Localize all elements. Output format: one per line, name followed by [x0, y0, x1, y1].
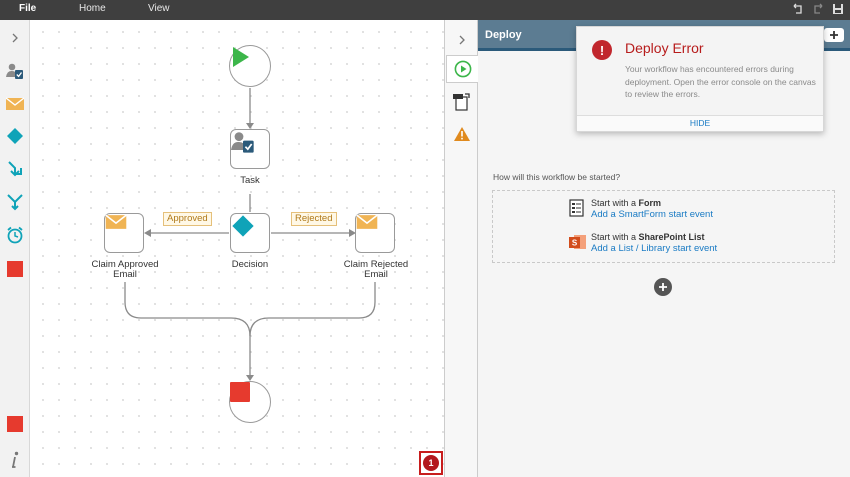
list-start-option: S Start with a SharePoint List Add a Lis…: [569, 232, 718, 255]
popup-title: Deploy Error: [625, 40, 704, 56]
plus-icon: [659, 283, 667, 291]
task-node-label: Task: [240, 175, 260, 186]
error-count-badge: 1: [423, 455, 439, 471]
save-icon[interactable]: [832, 3, 844, 15]
decision-node-label: Decision: [231, 259, 269, 270]
list-option-title: Start with a SharePoint List: [591, 232, 717, 243]
add-start-option-button[interactable]: [654, 278, 672, 296]
toolbox-merge-item[interactable]: [5, 159, 25, 179]
play-icon: [233, 47, 249, 67]
stop-square-icon: [7, 261, 23, 277]
approved-branch-label[interactable]: Approved: [163, 212, 212, 226]
list-option-prefix: Start with a: [591, 232, 639, 242]
tab-deploy[interactable]: [446, 55, 479, 83]
tab-warnings[interactable]: [447, 120, 477, 148]
info-icon: [12, 451, 19, 468]
chevron-right-icon: [459, 35, 465, 45]
email-rejected-node-box: [355, 213, 395, 253]
task-node-box: [230, 129, 270, 169]
toolbox-end-item[interactable]: [5, 259, 25, 279]
end-node-circle: [229, 381, 271, 423]
diamond-icon: [232, 215, 254, 237]
collapse-panel-button[interactable]: [447, 26, 477, 54]
chevron-right-icon: [12, 33, 18, 43]
error-icon: !: [592, 40, 612, 60]
workflow-canvas[interactable]: Task Decision Approved Rejected Claim Ap…: [31, 20, 444, 477]
stop-square-icon: [7, 416, 23, 432]
toolbox-task-item[interactable]: [5, 61, 25, 81]
start-node-circle: [229, 45, 271, 87]
toolbox-decision-item[interactable]: [5, 126, 25, 146]
start-options-box: Start with a Form Add a SmartForm start …: [492, 190, 835, 263]
form-icon: [569, 199, 584, 217]
user-task-icon: [231, 132, 254, 153]
envelope-icon: [356, 214, 378, 229]
toolbox: [0, 20, 30, 477]
toolbox-stop-item[interactable]: [5, 414, 25, 434]
email-rejected-label-line2: Email: [364, 269, 388, 280]
undo-icon[interactable]: [792, 3, 804, 15]
clipboard-icon: [453, 93, 470, 111]
panel-tab-strip: [444, 20, 479, 477]
toolbox-expand-button[interactable]: [5, 28, 25, 48]
menu-bar: File Home View: [0, 0, 850, 20]
decision-node-box: [230, 213, 270, 253]
form-option-prefix: Start with a: [591, 198, 639, 208]
menu-home[interactable]: Home: [79, 3, 106, 14]
menu-file[interactable]: File: [19, 3, 37, 14]
toolbox-email-item[interactable]: [5, 94, 25, 114]
panel-title: Deploy: [485, 29, 522, 41]
popup-hide-button[interactable]: HIDE: [577, 115, 823, 131]
rejected-branch-label[interactable]: Rejected: [291, 212, 337, 226]
form-start-option: Start with a Form Add a SmartForm start …: [569, 198, 713, 221]
list-option-bold: SharePoint List: [638, 232, 705, 242]
form-option-title: Start with a Form: [591, 198, 713, 209]
add-smartform-start-link[interactable]: Add a SmartForm start event: [591, 209, 713, 220]
redo-icon[interactable]: [812, 3, 824, 15]
info-button[interactable]: [5, 450, 25, 470]
add-list-library-start-link[interactable]: Add a List / Library start event: [591, 243, 718, 254]
email-approved-label-line2: Email: [113, 269, 137, 280]
email-approved-label-line1: Claim Approved: [91, 259, 159, 270]
popup-message: Your workflow has encountered errors dur…: [625, 64, 816, 99]
deploy-error-popup: ! Deploy Error Your workflow has encount…: [576, 26, 824, 132]
connector-lines: [124, 88, 376, 381]
play-circle-icon: [454, 60, 472, 78]
user-task-icon: [6, 63, 23, 79]
envelope-icon: [6, 97, 24, 110]
merge-arrow-icon: [8, 161, 22, 177]
alarm-clock-icon: [7, 226, 23, 244]
warning-icon: [454, 127, 470, 141]
toolbox-timer-item[interactable]: [5, 225, 25, 245]
panel-add-button[interactable]: [824, 28, 844, 42]
email-approved-node-label: Claim Approved Email: [75, 260, 175, 280]
stop-square-icon: [230, 382, 250, 402]
menu-view[interactable]: View: [148, 3, 170, 14]
email-rejected-label-line1: Claim Rejected: [343, 259, 409, 270]
envelope-icon: [105, 214, 127, 229]
svg-text:S: S: [572, 239, 578, 248]
add-icon: [830, 31, 838, 39]
start-question-text: How will this workflow be started?: [493, 172, 621, 182]
toolbox-split-item[interactable]: [5, 192, 25, 212]
error-console-button[interactable]: 1: [419, 451, 443, 475]
email-rejected-node-label: Claim Rejected Email: [326, 260, 426, 280]
sharepoint-icon: S: [569, 235, 586, 249]
email-approved-node-box: [104, 213, 144, 253]
tab-properties[interactable]: [447, 88, 477, 116]
split-arrow-icon: [7, 194, 23, 211]
diamond-icon: [7, 128, 23, 144]
form-option-bold: Form: [638, 198, 662, 208]
